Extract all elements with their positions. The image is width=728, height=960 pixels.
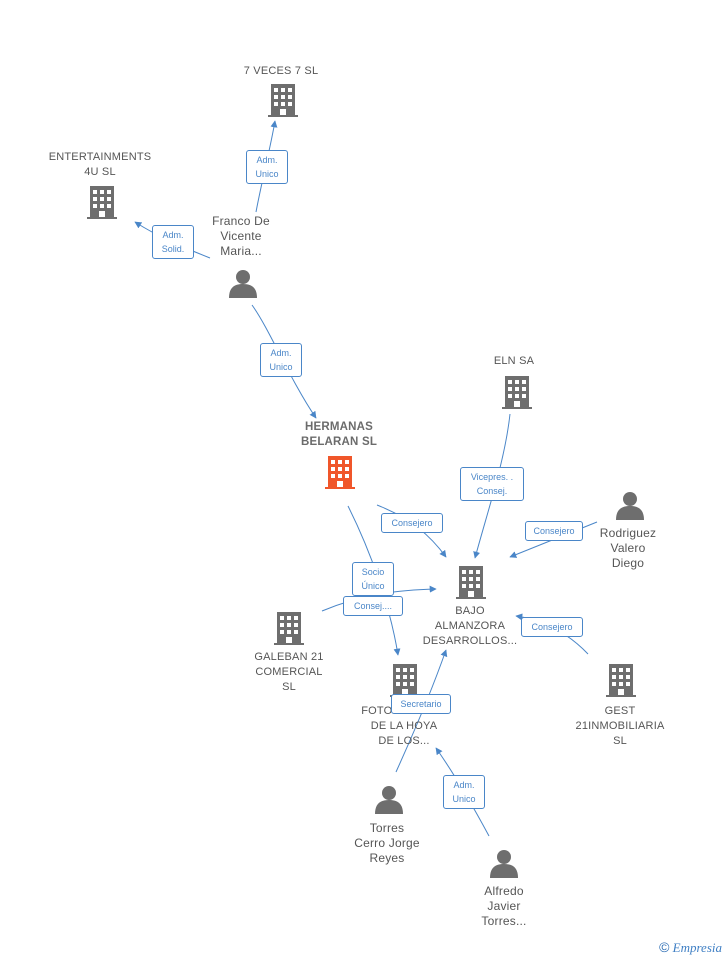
edge-label: Secretario [391, 694, 451, 714]
node-label-franco[interactable]: Franco De Vicente Maria... [212, 214, 270, 258]
building-icon [456, 566, 486, 599]
brand-name: Empresia [672, 940, 722, 955]
edge-label: Adm. Unico [443, 775, 485, 809]
person-icon [229, 270, 257, 298]
brand-logo[interactable]: © Empresia [659, 939, 722, 956]
building-icon [268, 84, 298, 117]
node-label-hermanas[interactable]: HERMANAS BELARAN SL [300, 421, 378, 448]
copyright-icon: © [659, 939, 670, 955]
node-label-bajo[interactable]: BAJO ALMANZORA DESARROLLOS... [422, 605, 518, 647]
node-label-galeban[interactable]: GALEBAN 21 COMERCIAL SL [254, 651, 324, 693]
building-icon-highlight [325, 456, 355, 489]
building-icon [502, 376, 532, 409]
edge-label: Adm. Unico [260, 343, 302, 377]
node-label-entertainments[interactable]: ENTERTAINMENTS 4U SL [48, 151, 152, 178]
person-icon [616, 492, 644, 520]
edge-label: Socio Único [352, 562, 394, 596]
edge-label: Adm. Unico [246, 150, 288, 184]
edge-label: Adm. Solid. [152, 225, 194, 259]
edge-label: Consejero [381, 513, 443, 533]
node-label-torres[interactable]: Torres Cerro Jorge Reyes [354, 821, 420, 865]
edge-label: Consejero [525, 521, 583, 541]
edge-label: Consejero [521, 617, 583, 637]
edge-label: Vicepres. . Consej. [460, 467, 524, 501]
person-icon [375, 786, 403, 814]
node-label-rodriguez[interactable]: Rodriguez Valero Diego [599, 526, 657, 570]
node-label-eln[interactable]: ELN SA [493, 355, 535, 367]
building-icon [87, 186, 117, 219]
building-icon [390, 664, 420, 697]
node-label-gest21[interactable]: GEST 21INMOBILIARIA SL [575, 705, 665, 747]
node-label-7veces[interactable]: 7 VECES 7 SL [243, 65, 319, 77]
node-label-alfredo[interactable]: Alfredo Javier Torres... [481, 884, 527, 928]
building-icon [606, 664, 636, 697]
person-icon [490, 850, 518, 878]
building-icon [274, 612, 304, 645]
edge-label: Consej.... [343, 596, 403, 616]
